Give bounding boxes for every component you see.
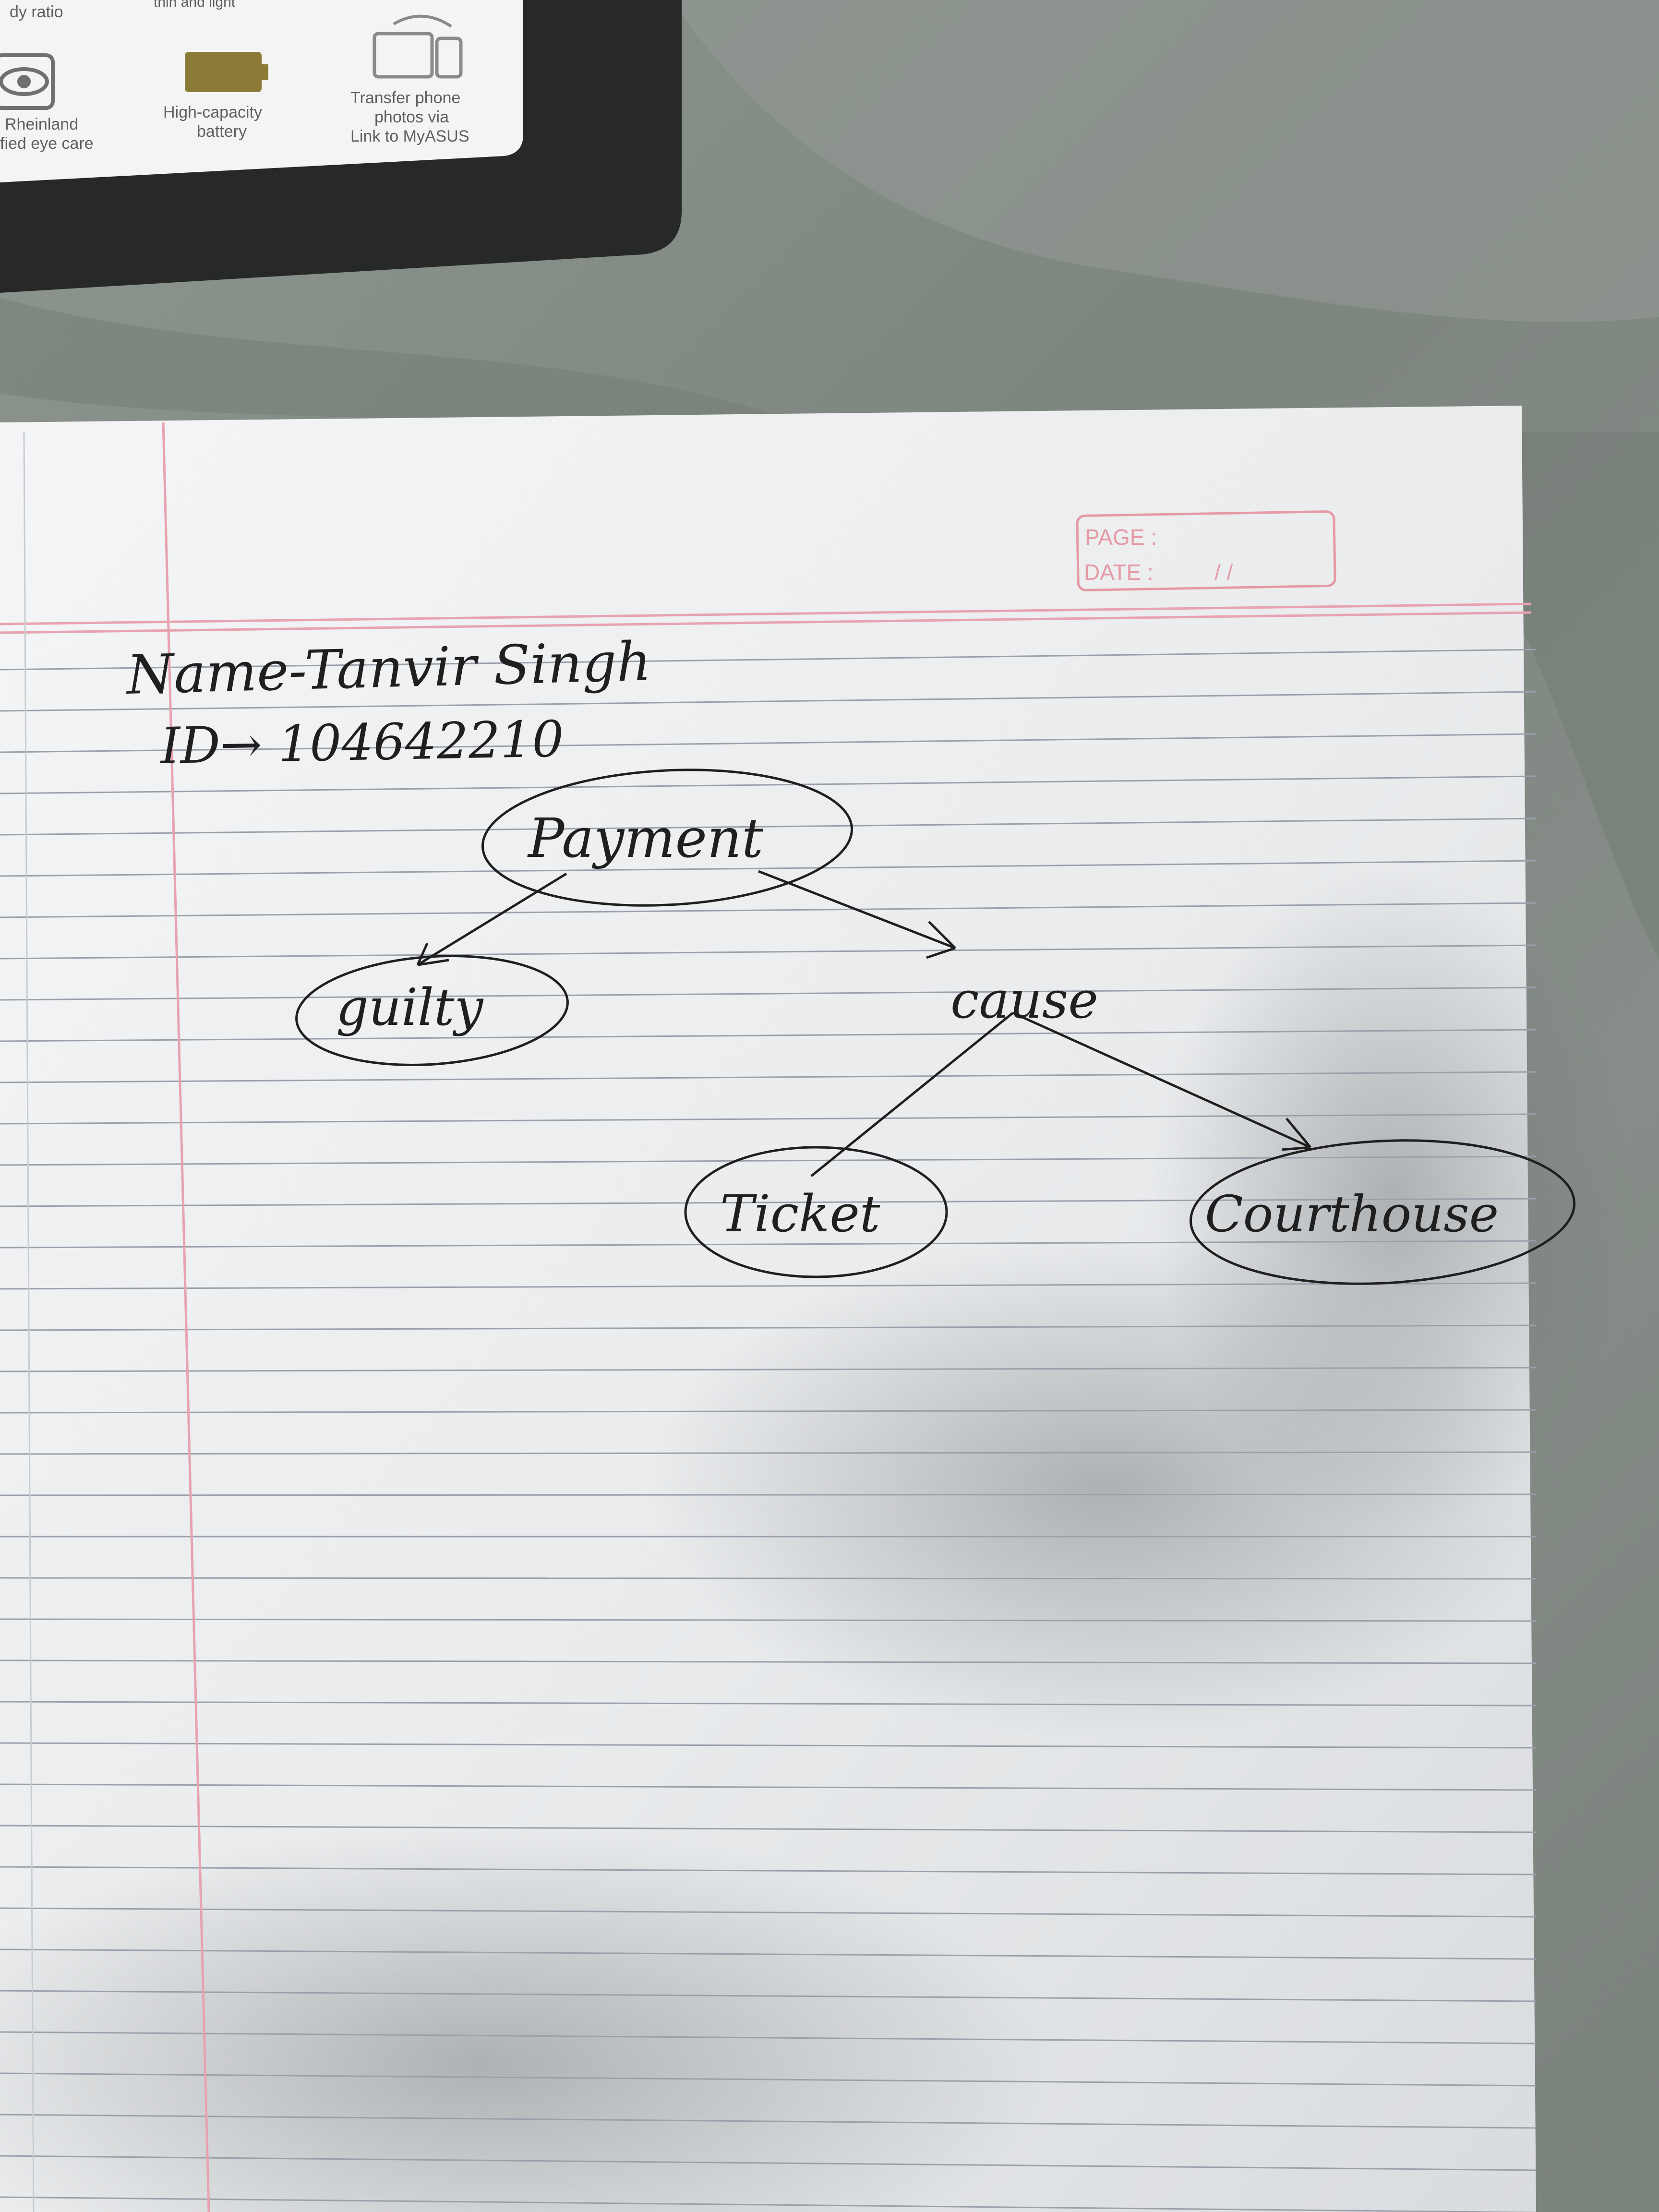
ruled-line — [0, 1783, 1537, 1791]
node-label-courthouse: Courthouse — [1205, 1185, 1499, 1243]
ruled-line — [0, 860, 1537, 877]
ruled-line — [0, 775, 1537, 794]
cloth-background — [0, 0, 1659, 960]
ruled-line — [0, 1282, 1537, 1290]
ruled-line — [0, 1155, 1537, 1166]
diagram-node-payment: Payment — [481, 769, 854, 907]
box-top-text: dy ratio — [10, 3, 63, 21]
handwritten-name: Name-Tanvir Singh — [124, 630, 652, 707]
ruled-line — [0, 1409, 1537, 1414]
ruled-line — [0, 733, 1537, 753]
date-slashes: / / — [1214, 560, 1233, 585]
node-label-payment: Payment — [527, 807, 764, 870]
edge-payment-cause — [758, 870, 956, 950]
feature-phone-line1: Transfer phone — [350, 89, 460, 107]
diagram-node-cause: cause — [950, 971, 1098, 1030]
ruled-line — [0, 1324, 1537, 1331]
ruled-line — [0, 691, 1537, 712]
ruled-line — [0, 649, 1537, 671]
ruled-line — [0, 1825, 1537, 1833]
feature-phone-line2: photos via — [374, 108, 449, 126]
handwritten-id: ID→ 104642210 — [159, 709, 564, 775]
feature-phone-line3: Link to MyASUS — [350, 127, 469, 145]
ruled-line — [0, 1071, 1537, 1083]
ruled-line — [0, 2114, 1537, 2129]
ruled-lines — [0, 649, 1537, 2212]
ruled-line — [0, 1990, 1537, 2002]
feature-eye-line1: Rheinland — [5, 115, 78, 133]
ruled-line — [0, 1451, 1537, 1455]
node-label-guilty: guilty — [336, 978, 484, 1037]
ruled-line — [0, 1618, 1537, 1622]
node-label-ticket: Ticket — [720, 1184, 880, 1243]
ruled-line — [0, 1198, 1537, 1207]
ruled-line — [0, 2031, 1537, 2044]
page-label: PAGE : — [1085, 525, 1157, 550]
ruled-line — [0, 902, 1537, 918]
diagram-node-ticket: Ticket — [684, 1146, 948, 1278]
page-date-box: PAGE : DATE : / / — [1076, 510, 1336, 591]
ruled-line — [0, 1659, 1537, 1664]
ruled-line — [0, 2155, 1537, 2171]
diagram-node-courthouse: Courthouse — [1189, 1139, 1576, 1285]
ruled-line — [0, 1742, 1537, 1749]
battery-icon — [185, 52, 268, 92]
ruled-line — [0, 1493, 1537, 1496]
date-label: DATE : — [1084, 560, 1154, 585]
ruled-line — [0, 1367, 1537, 1372]
edge-payment-guilty — [417, 872, 567, 966]
feature-battery-line2: battery — [197, 122, 247, 141]
node-label-cause: cause — [950, 971, 1098, 1030]
box-top-text-right: thin and light — [154, 0, 236, 10]
ruled-line — [0, 817, 1537, 836]
ruled-line — [0, 1948, 1537, 1960]
laptop-box: dy ratio thin and light Rheinland fied e… — [0, 0, 682, 293]
ruled-line — [0, 1113, 1537, 1125]
ruled-line — [0, 1577, 1537, 1580]
ruled-line — [0, 1701, 1537, 1707]
feature-eye-line2: fied eye care — [0, 134, 94, 153]
ruled-line — [0, 944, 1537, 960]
diagram-edges — [416, 870, 1311, 1177]
phone-sync-icon — [373, 14, 463, 79]
ruled-line — [0, 986, 1537, 1001]
ruled-line — [0, 2072, 1537, 2087]
diagram-node-guilty: guilty — [295, 955, 569, 1066]
ruled-line — [0, 2196, 1537, 2212]
feature-battery-line1: High-capacity — [163, 103, 262, 121]
margin-line — [162, 422, 210, 2212]
eye-icon — [0, 53, 55, 110]
edge-cause-courthouse — [1012, 1011, 1311, 1149]
ruled-line — [0, 1240, 1537, 1249]
ruled-line — [0, 1907, 1537, 1918]
ruled-line — [0, 1029, 1537, 1042]
ruled-line — [0, 1866, 1537, 1875]
notebook-page: PAGE : DATE : / / Name-Tanvir Singh ID→ … — [0, 406, 1632, 2212]
